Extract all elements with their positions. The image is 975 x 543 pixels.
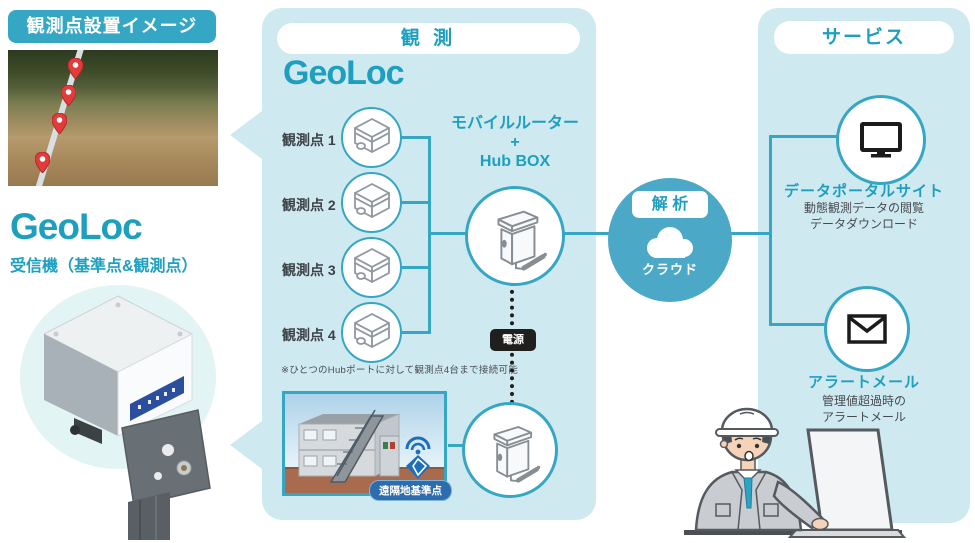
service-panel: サービス データポータルサイト 動態観測データの閲覧 データダウンロード アラー…	[758, 8, 970, 523]
remote-base-label: 遠隔地基準点	[369, 480, 452, 501]
cloud-label: クラウド	[641, 262, 698, 277]
monitor-icon	[860, 122, 902, 158]
portal-node	[836, 95, 926, 185]
router-line2: +	[510, 134, 520, 151]
hub-box-icon	[493, 426, 541, 483]
remote-base-image: 遠隔地基準点	[282, 391, 452, 501]
connector-line	[728, 232, 772, 235]
connector-line	[396, 136, 430, 139]
obs-point-label: 観測点 4	[282, 327, 336, 343]
engineer-illustration	[684, 407, 907, 538]
router-line1: モバイルルーター	[450, 115, 579, 132]
alert-node	[824, 286, 910, 372]
connector-line	[396, 266, 430, 269]
photo-title-badge: 観測点設置イメージ	[8, 10, 216, 43]
analysis-node: 解 析 クラウド	[608, 178, 732, 302]
remote-hub-node	[462, 402, 558, 498]
obs-point-2-node	[341, 172, 402, 233]
obs-point-4-node	[341, 302, 402, 363]
obs-point-3-node	[341, 237, 402, 298]
receiver-icon	[353, 182, 390, 218]
map-pin-icon	[52, 113, 67, 134]
analysis-header: 解 析	[632, 191, 708, 218]
alert-desc-1: 管理値超過時の	[821, 394, 906, 408]
gnss-antenna-icon	[405, 436, 431, 479]
router-line3: Hub BOX	[479, 153, 551, 170]
portal-desc-1: 動態観測データの閲覧	[803, 201, 924, 215]
alert-title: アラートメール	[807, 374, 920, 391]
portal-desc-2: データダウンロード	[809, 217, 918, 231]
alert-desc-2: アラートメール	[821, 410, 906, 424]
connector-line	[769, 135, 838, 138]
connector-line	[562, 232, 612, 235]
site-photo	[8, 50, 218, 186]
connector-line	[396, 201, 430, 204]
left-arrow	[230, 421, 262, 469]
receiver-photo	[20, 285, 216, 540]
receiver-icon	[353, 312, 390, 348]
power-label: 電源	[490, 329, 536, 351]
hub-box-node	[465, 186, 565, 286]
obs-point-label: 観測点 2	[282, 197, 336, 213]
connector-line	[428, 232, 468, 235]
connector-line	[448, 444, 464, 447]
map-pin-icon	[35, 152, 50, 173]
portal-title: データポータルサイト	[783, 183, 944, 200]
cloud-icon	[647, 227, 693, 258]
product-subtitle: 受信機（基準点&観測点）	[10, 258, 198, 275]
connector-line	[769, 323, 827, 326]
connector-bus	[769, 135, 772, 326]
left-arrow	[230, 111, 262, 159]
observation-header: 観 測	[277, 23, 580, 54]
hub-port-note: ※ひとつのHubポートに対して観測点4台まで接続可能	[281, 365, 519, 376]
hub-box-icon	[497, 210, 547, 271]
obs-point-1-node	[341, 107, 402, 168]
receiver-icon	[353, 117, 390, 153]
observation-title: GeoLoc	[283, 54, 405, 92]
mail-icon	[847, 314, 887, 344]
connector-line	[396, 331, 430, 334]
obs-point-label: 観測点 1	[282, 132, 336, 148]
map-pin-icon	[68, 58, 83, 79]
product-title: GeoLoc	[10, 206, 143, 247]
connector-bus	[428, 136, 431, 334]
receiver-icon	[353, 247, 390, 283]
service-header: サービス	[774, 21, 954, 54]
router-label: モバイルルーター + Hub BOX	[430, 114, 600, 171]
map-pin-icon	[61, 85, 76, 106]
building-illustration	[298, 409, 400, 483]
obs-point-label: 観測点 3	[282, 262, 336, 278]
